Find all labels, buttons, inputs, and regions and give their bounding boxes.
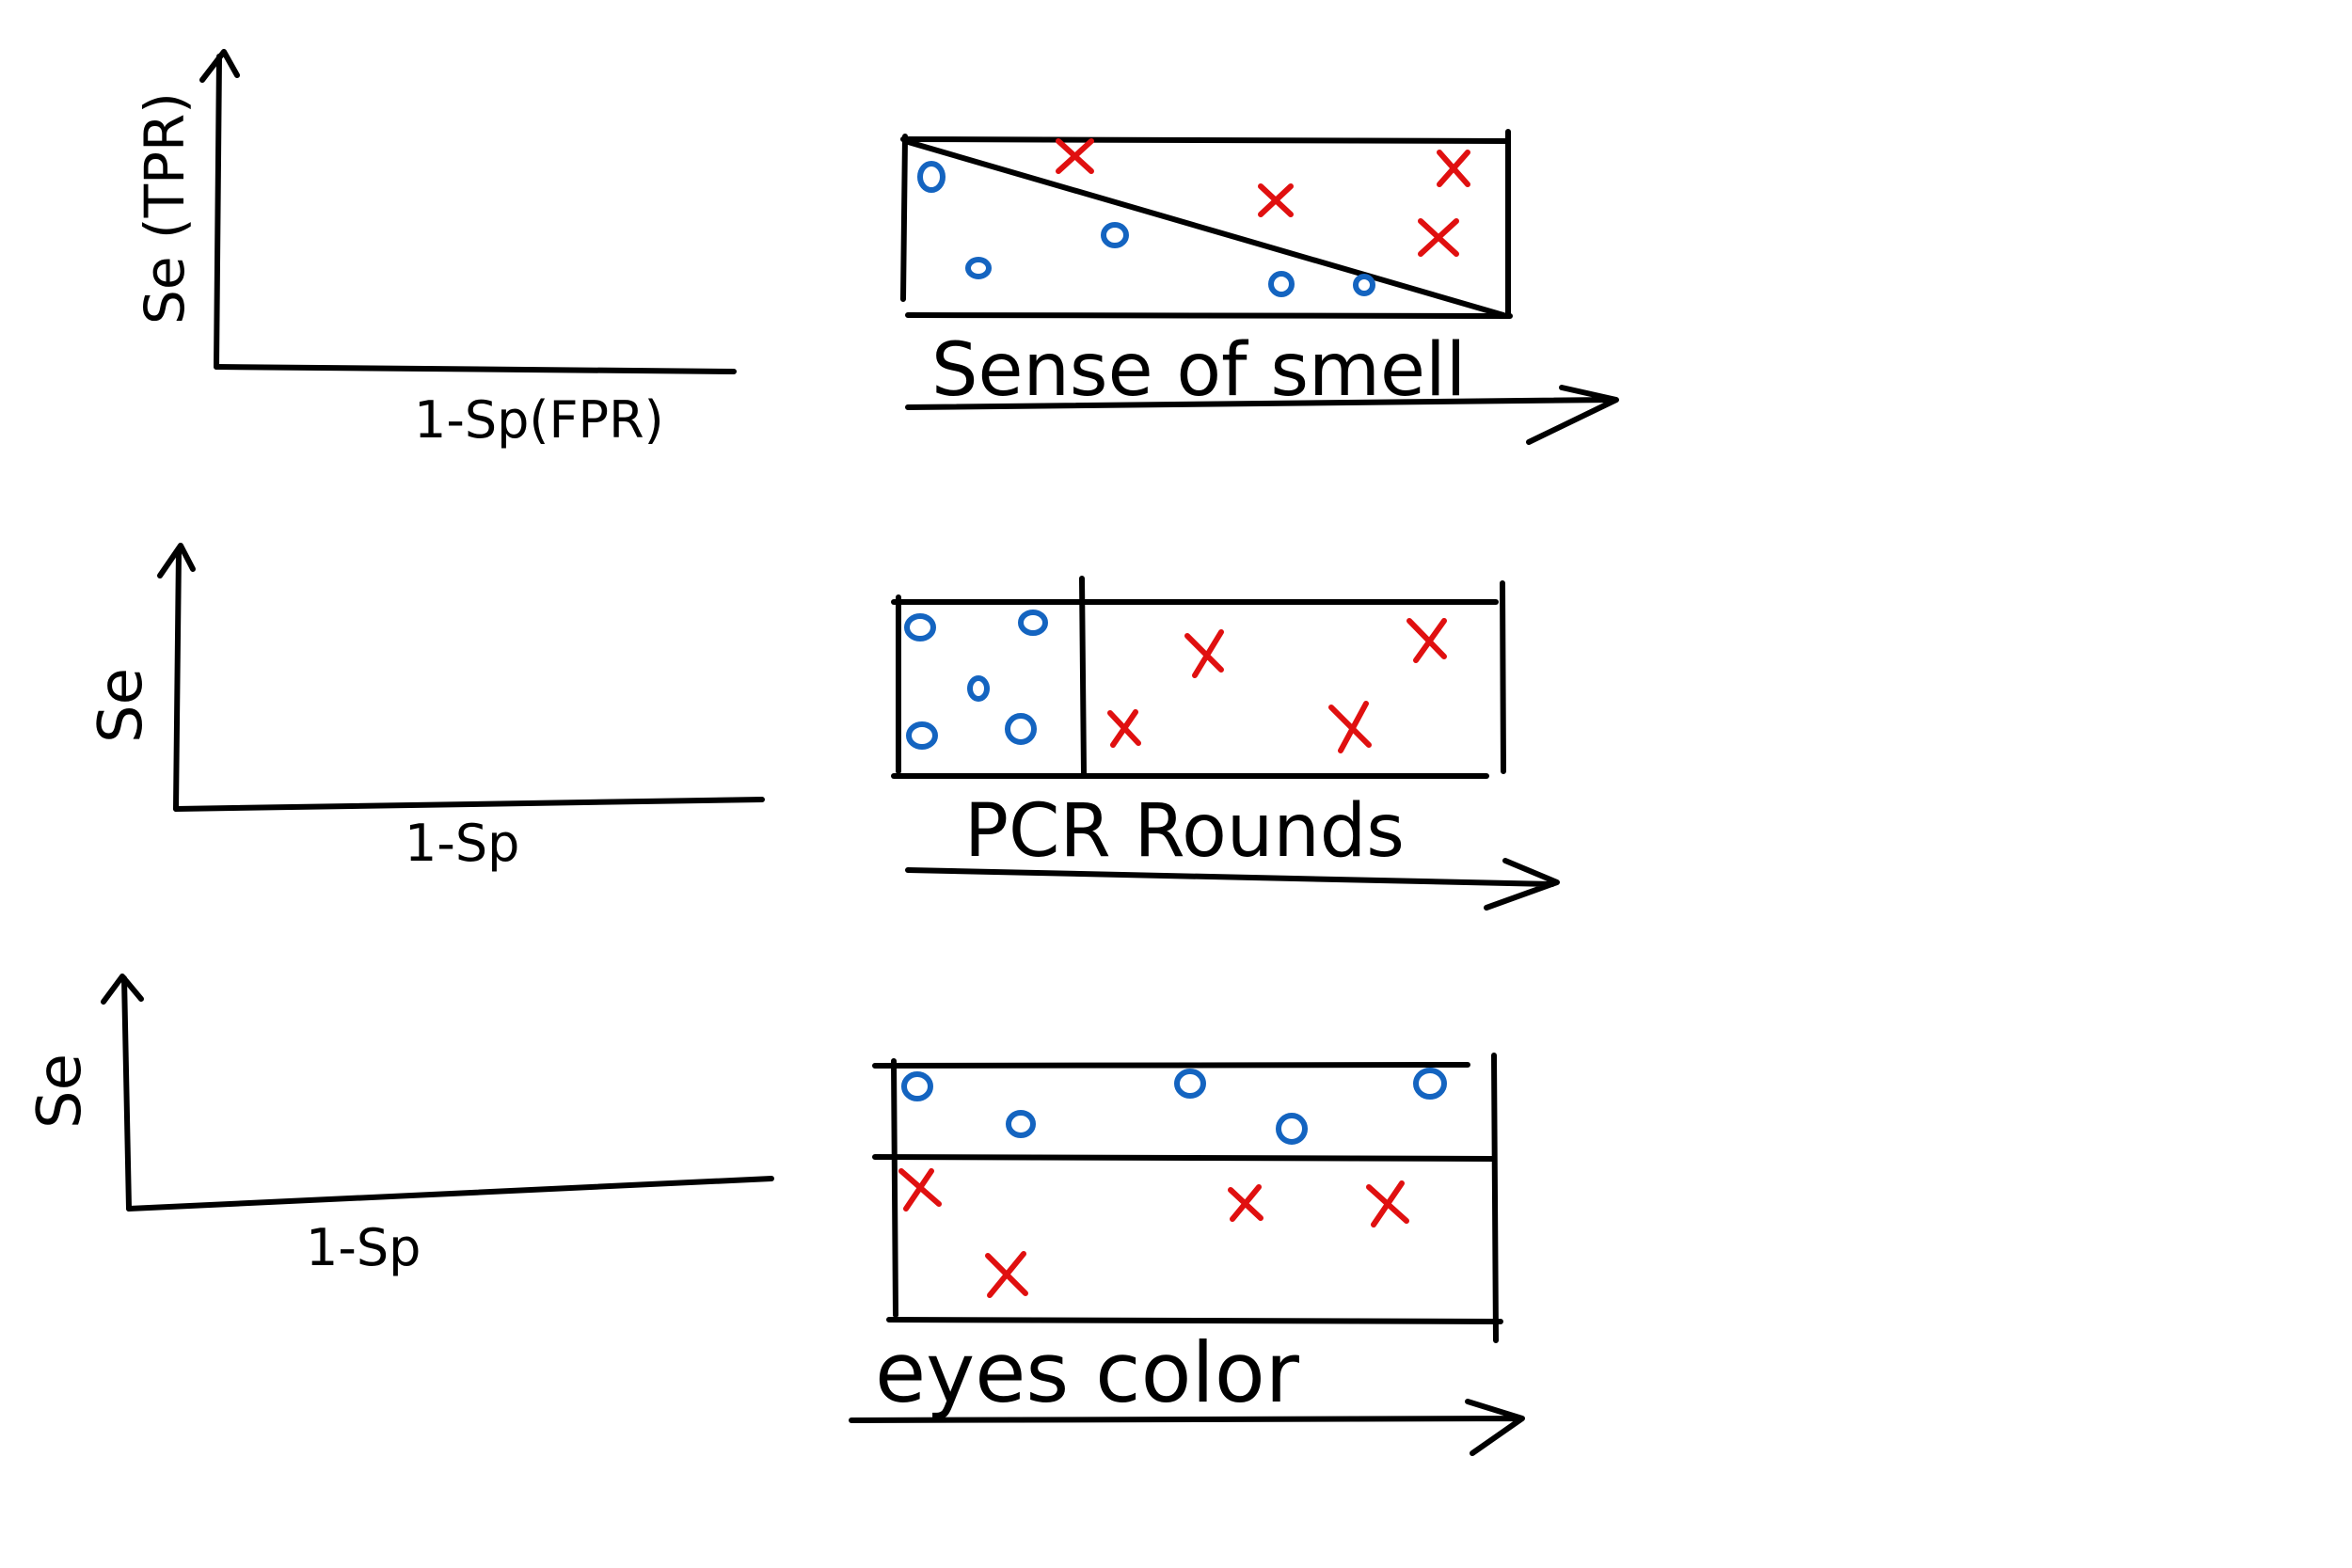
class-o-marker bbox=[1018, 610, 1048, 636]
feature-axis-arrow bbox=[905, 858, 1560, 911]
x-axis-label: 1-Sp(FPR) bbox=[414, 390, 664, 450]
class-o-marker bbox=[967, 675, 990, 702]
box-bottom bbox=[886, 1317, 1503, 1324]
feature-label: PCR Rounds bbox=[964, 789, 1405, 874]
class-o-marker bbox=[901, 1071, 933, 1101]
y-axis-label: Se bbox=[87, 668, 156, 743]
x-axis bbox=[214, 364, 737, 374]
x-axis bbox=[173, 797, 765, 812]
diagonal-split-line bbox=[902, 138, 1506, 318]
class-x-marker bbox=[1184, 629, 1224, 678]
feature-axis-arrow bbox=[905, 385, 1619, 445]
box-top bbox=[872, 1062, 1470, 1069]
class-o-marker bbox=[965, 257, 992, 279]
y-axis-label: Se bbox=[25, 1053, 95, 1129]
feature-label: eyes color bbox=[875, 1324, 1300, 1421]
box-left bbox=[891, 1058, 898, 1318]
class-o-marker bbox=[1006, 1110, 1036, 1138]
box-bottom bbox=[905, 312, 1513, 319]
box-right bbox=[1491, 1053, 1499, 1343]
class-o-marker bbox=[1005, 713, 1037, 745]
roc-panel-1: Se (TPR) 1-Sp(FPR) bbox=[133, 49, 737, 450]
box-left bbox=[900, 134, 908, 302]
y-axis bbox=[214, 54, 222, 370]
class-x-marker bbox=[985, 1251, 1028, 1298]
x-axis-label: 1-Sp bbox=[306, 1218, 421, 1277]
class-x-marker bbox=[1328, 701, 1372, 753]
class-x-marker bbox=[1418, 218, 1459, 257]
y-axis-arrowhead bbox=[101, 974, 144, 1005]
class-o-marker bbox=[906, 721, 938, 750]
x-axis bbox=[126, 1176, 774, 1212]
y-axis bbox=[121, 975, 132, 1212]
class-x-marker bbox=[1228, 1184, 1263, 1222]
box-right bbox=[1500, 580, 1506, 774]
feature-label: Sense of smell bbox=[931, 328, 1466, 413]
feature-panel-3: eyes color bbox=[849, 1053, 1525, 1456]
y-axis-label: Se (TPR) bbox=[133, 92, 197, 325]
class-x-marker bbox=[1437, 150, 1470, 187]
y-axis-arrowhead bbox=[157, 543, 196, 578]
horizontal-split-line bbox=[872, 1154, 1497, 1162]
feature-axis-arrow bbox=[849, 1399, 1525, 1456]
x-axis-label: 1-Sp bbox=[405, 814, 519, 873]
class-x-marker bbox=[898, 1168, 942, 1212]
class-o-marker bbox=[1174, 1069, 1206, 1099]
class-o-marker bbox=[1268, 271, 1295, 297]
class-x-marker bbox=[1366, 1180, 1409, 1227]
y-axis bbox=[173, 547, 182, 812]
class-x-marker bbox=[1056, 138, 1094, 174]
class-o-marker bbox=[1413, 1068, 1447, 1100]
feature-panel-1: Sense of smell bbox=[900, 129, 1619, 445]
class-o-marker bbox=[1353, 274, 1375, 296]
class-o-marker bbox=[904, 613, 936, 641]
box-top bbox=[900, 136, 1508, 144]
class-x-marker bbox=[1258, 183, 1294, 217]
feature-panel-2: PCR Rounds bbox=[891, 576, 1560, 911]
y-axis-arrowhead bbox=[199, 49, 240, 83]
vertical-split-line bbox=[1079, 576, 1087, 776]
roc-panel-3: Se 1-Sp bbox=[25, 974, 774, 1277]
class-x-marker bbox=[1107, 709, 1141, 748]
class-x-marker bbox=[1406, 618, 1447, 663]
roc-panel-2: Se 1-Sp bbox=[87, 543, 765, 873]
class-o-marker bbox=[1101, 222, 1129, 248]
class-o-marker bbox=[917, 161, 946, 193]
class-o-marker bbox=[1276, 1113, 1308, 1145]
